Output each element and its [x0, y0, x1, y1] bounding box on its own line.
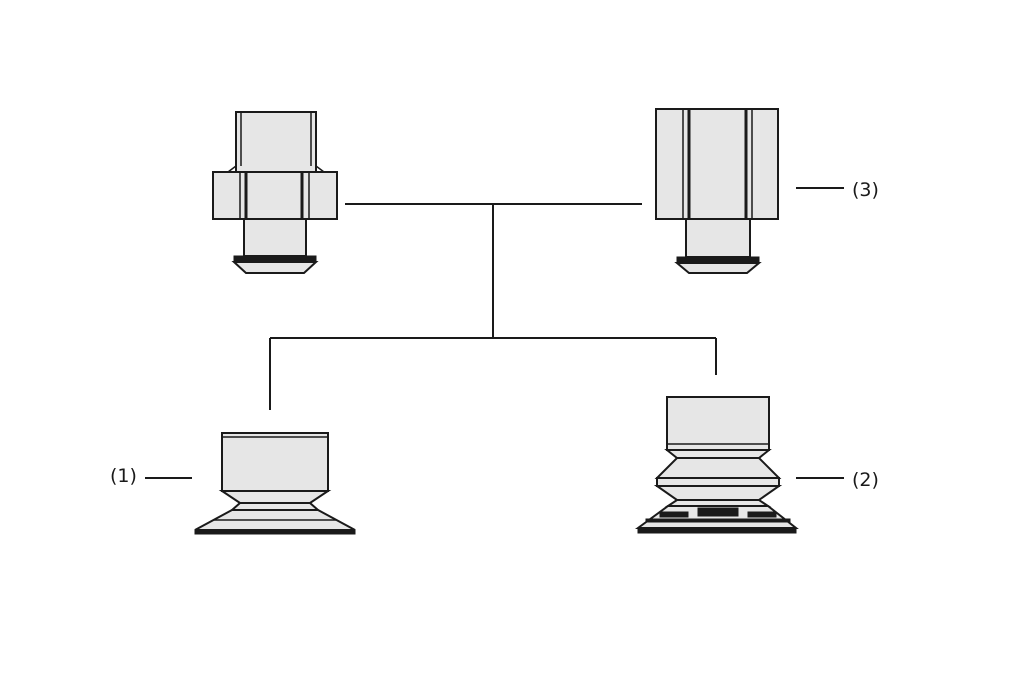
part-2-callout: (2) — [796, 469, 879, 491]
part-1-callout: (1) — [110, 465, 192, 487]
fitting-with-hex-nut-icon — [212, 111, 338, 274]
bellows-suction-cup-icon — [634, 396, 799, 534]
square-adapter-block-icon — [655, 108, 779, 274]
flat-suction-cup-icon — [194, 432, 356, 535]
part-3-callout: (3) — [796, 179, 879, 201]
part-1-label: (1) — [110, 465, 137, 487]
part-2-label: (2) — [852, 469, 879, 491]
connector-lines — [269, 203, 717, 410]
part-3-label: (3) — [852, 179, 879, 201]
